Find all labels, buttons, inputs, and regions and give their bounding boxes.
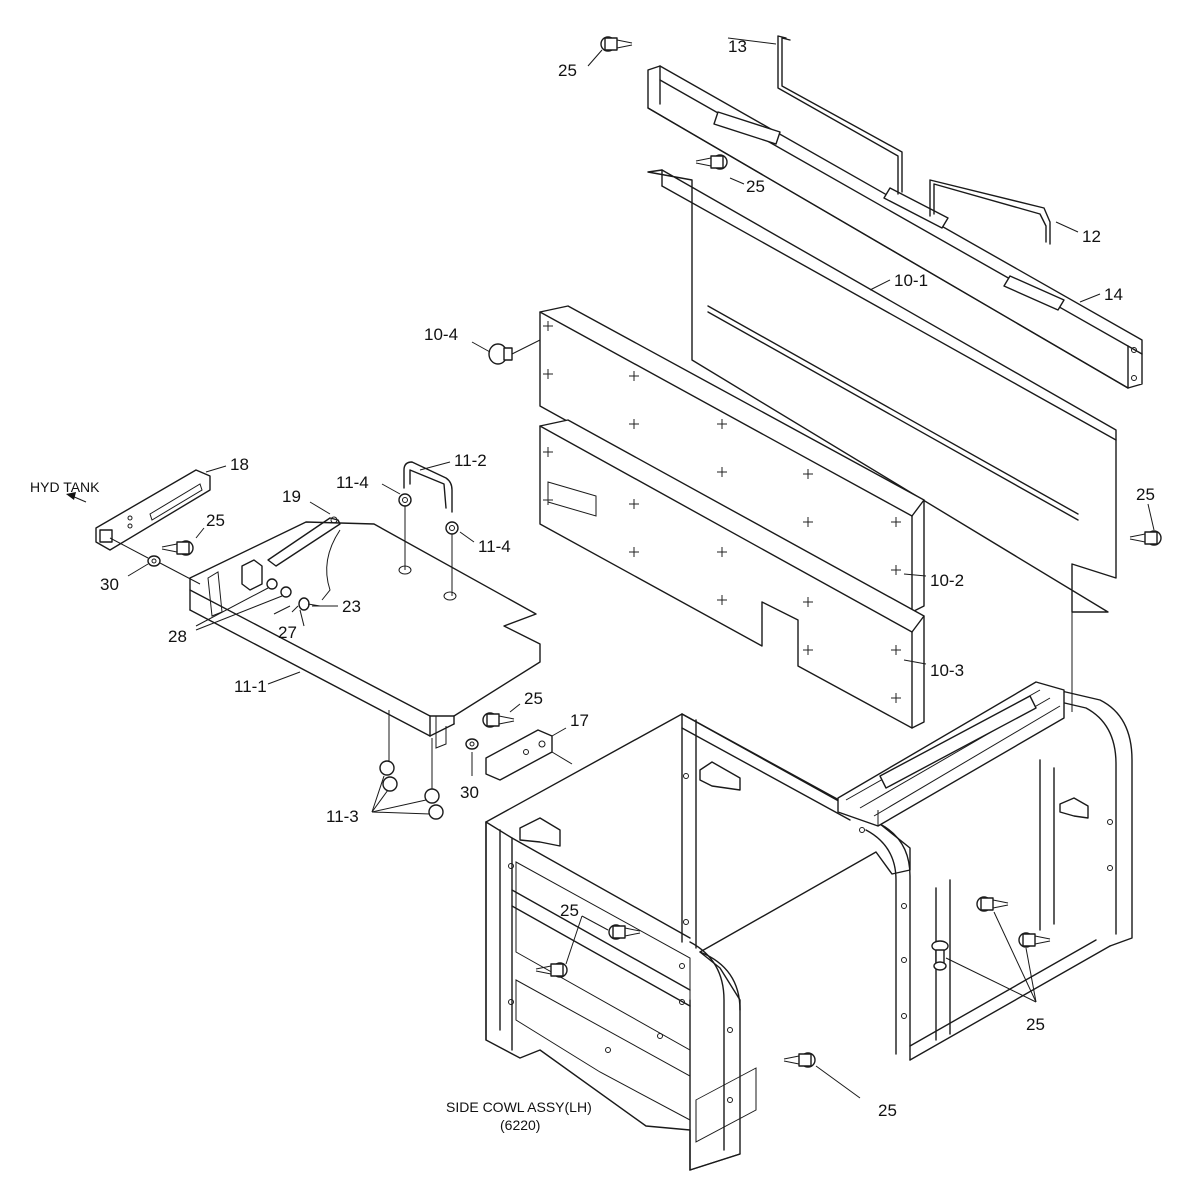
callout-23: 23 (342, 597, 361, 616)
callout-12: 12 (1082, 227, 1101, 246)
side-cowl-code: (6220) (500, 1117, 540, 1133)
callout-11-3: 11-3 (326, 807, 359, 826)
callout-11-2: 11-2 (454, 451, 487, 470)
callout-labels: 25 13 25 12 10-1 14 10-4 18 11-2 11-4 19… (30, 37, 1155, 1133)
callout-25-c: 25 (206, 511, 225, 530)
side-cowl-frame (485, 612, 1133, 1171)
insulation-block-10-3 (539, 419, 925, 729)
callout-30-b: 30 (460, 783, 479, 802)
callout-25-f: 25 (560, 901, 579, 920)
nuts-11-4 (398, 493, 459, 596)
clip-19 (241, 516, 341, 601)
callout-25-d: 25 (1136, 485, 1155, 504)
callout-30-a: 30 (100, 575, 119, 594)
side-cowl-note: SIDE COWL ASSY(LH) (446, 1099, 592, 1115)
callout-25-g: 25 (1026, 1015, 1045, 1034)
rod-13 (777, 35, 903, 195)
callout-28: 28 (168, 627, 187, 646)
hyd-tank-note: HYD TANK (30, 479, 100, 495)
callout-11-4-b: 11-4 (478, 537, 511, 556)
pin-bolt (931, 940, 949, 971)
bolts-25 (161, 36, 1162, 1068)
callout-25-h: 25 (878, 1101, 897, 1120)
callout-14: 14 (1104, 285, 1123, 304)
plate-17 (485, 729, 573, 781)
callout-25-b: 25 (746, 177, 765, 196)
top-rail-14 (647, 65, 1143, 389)
callout-19: 19 (282, 487, 301, 506)
nuts-11-3 (379, 710, 444, 820)
callout-10-4: 10-4 (424, 325, 458, 344)
callout-27: 27 (278, 623, 297, 642)
callout-25-e: 25 (524, 689, 543, 708)
washers-30 (109, 537, 479, 750)
callout-10-1: 10-1 (894, 271, 928, 290)
callout-11-4-a: 11-4 (336, 473, 369, 492)
callout-10-2: 10-2 (930, 571, 964, 590)
leader-lines (66, 37, 1155, 1099)
callout-10-3: 10-3 (930, 661, 964, 680)
plug-10-4 (488, 339, 541, 365)
callout-25-top: 25 (558, 61, 577, 80)
rod-12 (929, 179, 1051, 245)
back-panel-10-1 (647, 169, 1117, 613)
callout-18: 18 (230, 455, 249, 474)
bracket-18 (95, 469, 211, 551)
callout-13: 13 (728, 37, 747, 56)
insulation-block-10-2 (539, 305, 925, 613)
callout-17: 17 (570, 711, 589, 730)
u-bolt-11-2 (403, 461, 453, 513)
callout-11-1: 11-1 (234, 677, 267, 696)
